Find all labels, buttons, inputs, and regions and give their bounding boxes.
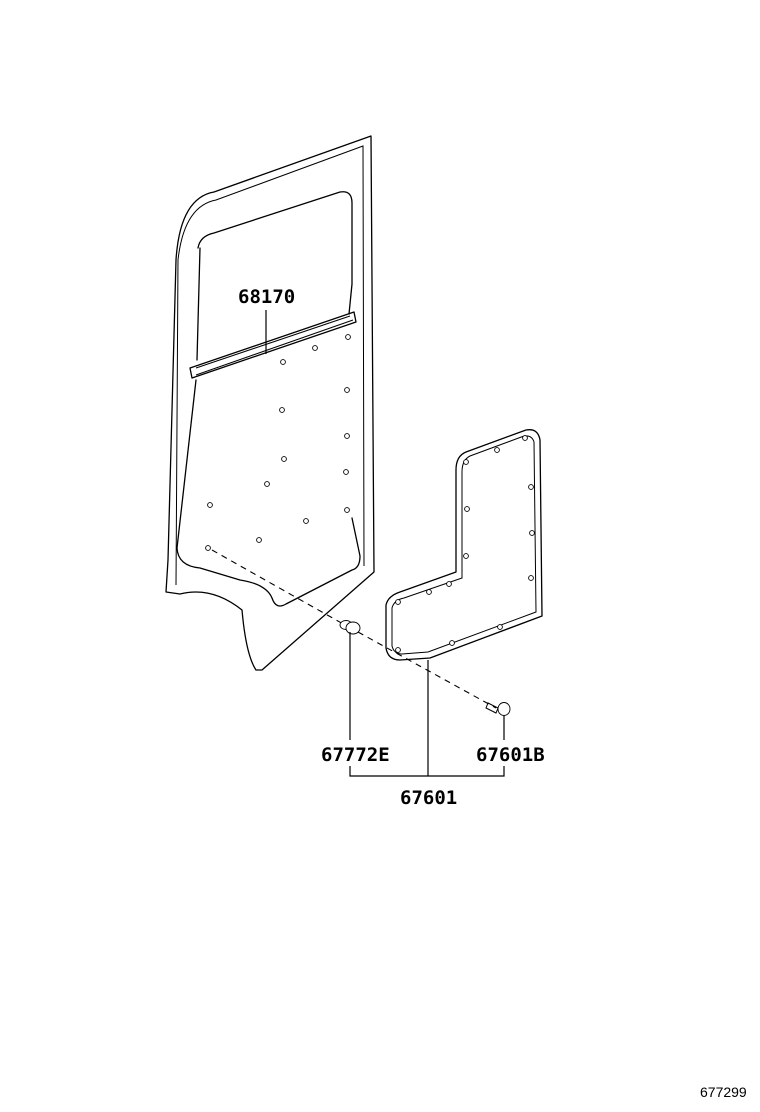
clip <box>485 702 511 716</box>
grommet <box>339 620 361 635</box>
label-board: 67601 <box>400 787 457 809</box>
door-panel-holes <box>205 334 351 551</box>
door-outline <box>165 135 375 671</box>
trim-board <box>385 429 543 661</box>
label-clip: 67601B <box>476 744 545 766</box>
leader-lines <box>265 310 505 777</box>
label-weatherstrip: 68170 <box>238 286 295 308</box>
label-grommet: 67772E <box>321 744 390 766</box>
assembly-line <box>211 549 497 709</box>
belt-weatherstrip <box>189 311 357 379</box>
door-inner-panel <box>176 191 361 607</box>
figure-id: 677299 <box>700 1084 747 1100</box>
